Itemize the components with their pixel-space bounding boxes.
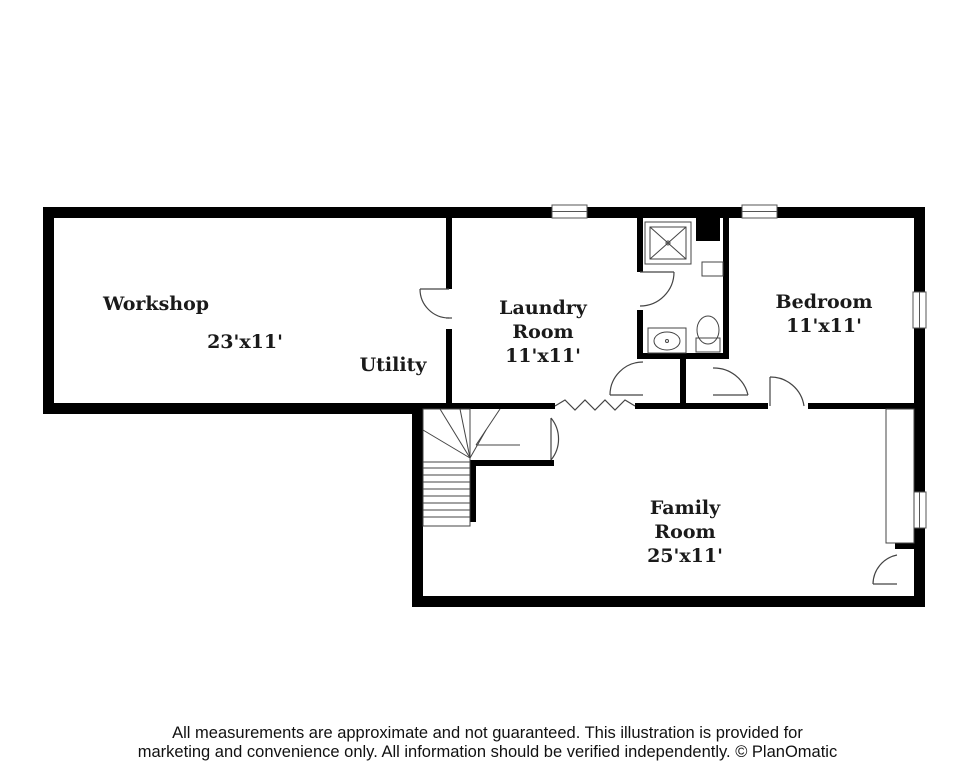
interior-walls — [423, 218, 914, 549]
windows — [551, 204, 927, 529]
disclaimer: All measurements are approximate and not… — [0, 724, 975, 762]
utility-name: Utility — [360, 354, 428, 376]
laundry-size: 11'x11' — [505, 345, 581, 367]
family-size: 25'x11' — [647, 545, 723, 567]
linen-shelf — [701, 261, 724, 277]
door-laundry-bath — [639, 271, 675, 307]
laundry-name-line2: Room — [512, 321, 573, 343]
bathroom-fixtures — [644, 221, 724, 354]
window-laundry — [551, 204, 588, 219]
window-bedroom-top — [741, 204, 778, 219]
window-family — [912, 491, 927, 529]
door-stair — [550, 417, 560, 461]
door-bifold-laundry — [554, 399, 636, 411]
shower-icon — [644, 221, 692, 265]
door-laundry-closet — [609, 361, 644, 396]
laundry-name-line1: Laundry — [499, 297, 588, 319]
disclaimer-line-1: All measurements are approximate and not… — [172, 724, 803, 742]
family-name-line1: Family — [650, 497, 721, 519]
room-labels: Workshop 23'x11' Utility Laundry Room 11… — [102, 291, 873, 567]
workshop-size: 23'x11' — [207, 331, 283, 353]
floor-plan: Workshop 23'x11' Utility Laundry Room 11… — [43, 204, 927, 607]
doors — [419, 271, 898, 585]
disclaimer-line-2: marketing and convenience only. All info… — [137, 743, 838, 761]
workshop-name: Workshop — [102, 293, 209, 315]
family-room-closet — [885, 408, 915, 544]
door-closet — [712, 367, 749, 396]
sink-icon — [647, 327, 687, 354]
staircase — [422, 408, 520, 527]
bedroom-size: 11'x11' — [786, 315, 862, 337]
family-name-line2: Room — [654, 521, 715, 543]
toilet-icon — [695, 315, 721, 353]
bedroom-name: Bedroom — [776, 291, 873, 313]
window-bedroom-side — [912, 291, 927, 329]
door-family-closet — [872, 554, 898, 585]
door-bedroom — [769, 376, 805, 407]
door-utility — [419, 288, 452, 319]
exterior-walls — [43, 207, 925, 607]
